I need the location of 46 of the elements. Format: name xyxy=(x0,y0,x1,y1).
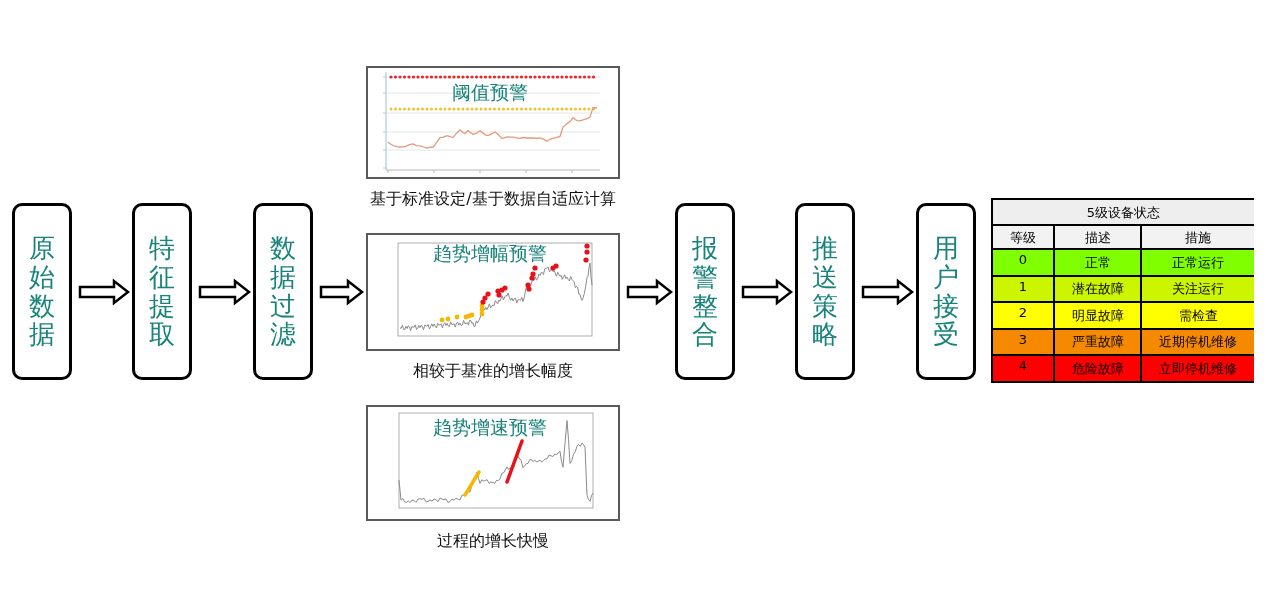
table-cell: 潜在故障 xyxy=(1055,276,1140,301)
process-label: 用户接受 xyxy=(933,234,959,349)
table-cell: 立即停机维修 xyxy=(1142,356,1254,381)
process-label: 推送策略 xyxy=(812,234,838,349)
header-cell: 描述 xyxy=(1055,226,1140,248)
chart-title: 趋势增速预警 xyxy=(433,417,547,438)
table-cell: 正常运行 xyxy=(1142,250,1254,275)
chart-panel xyxy=(366,233,620,351)
table-cell: 近期停机维修 xyxy=(1142,329,1254,354)
block-arrow xyxy=(626,278,674,306)
block-arrow xyxy=(198,278,252,306)
process-box xyxy=(675,203,735,380)
chart-caption: 相较于基准的增长幅度 xyxy=(413,361,573,381)
process-box xyxy=(253,203,313,380)
table-cell: 正常 xyxy=(1055,250,1140,275)
table-cell: 2 xyxy=(993,303,1053,328)
block-arrow xyxy=(78,278,131,306)
table-title: 5级设备状态 xyxy=(993,200,1254,224)
block-arrow xyxy=(861,278,915,306)
process-label: 原始数据 xyxy=(29,234,55,349)
table-cell: 1 xyxy=(993,276,1053,301)
process-label: 报警整合 xyxy=(692,234,718,349)
process-box xyxy=(12,203,72,380)
table-cell: 明显故障 xyxy=(1055,303,1140,328)
table-cell: 危险故障 xyxy=(1055,356,1140,381)
chart-title: 趋势增幅预警 xyxy=(433,243,547,264)
chart-caption: 过程的增长快慢 xyxy=(437,531,549,551)
process-label: 特征提取 xyxy=(149,234,175,349)
header-cell: 措施 xyxy=(1142,226,1254,248)
table-cell: 3 xyxy=(993,329,1053,354)
block-arrow xyxy=(319,278,365,306)
header-cell: 等级 xyxy=(993,226,1053,248)
chart-panel xyxy=(366,405,620,521)
process-label: 数据过滤 xyxy=(270,234,296,349)
process-box xyxy=(916,203,976,380)
process-box xyxy=(132,203,192,380)
table-cell: 严重故障 xyxy=(1055,329,1140,354)
process-box xyxy=(795,203,855,380)
block-arrow xyxy=(741,278,794,306)
table-cell: 4 xyxy=(993,356,1053,381)
chart-caption: 基于标准设定/基于数据自适应计算 xyxy=(370,189,616,209)
chart-title: 阈值预警 xyxy=(452,82,528,103)
chart-panel xyxy=(366,66,620,179)
table-cell: 需检查 xyxy=(1142,303,1254,328)
table-cell: 0 xyxy=(993,250,1053,275)
table-cell: 关注运行 xyxy=(1142,276,1254,301)
